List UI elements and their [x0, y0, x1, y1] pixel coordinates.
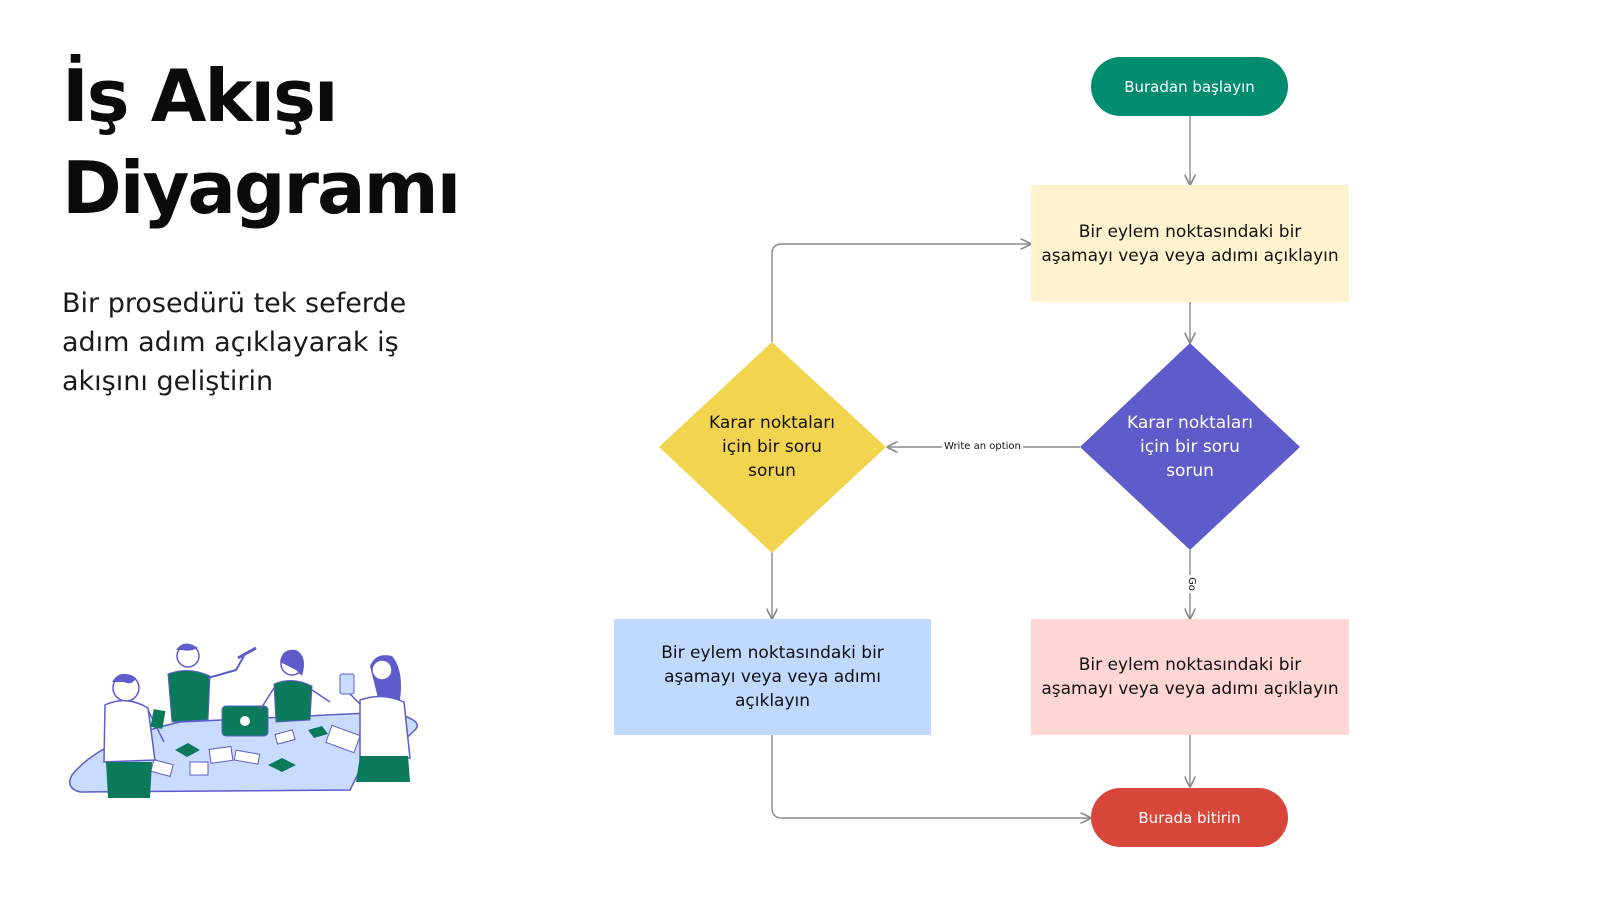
end-node: Burada bitirin: [1091, 788, 1288, 847]
page-subtitle: Bir prosedürü tek seferde adım adım açık…: [62, 288, 407, 397]
step-node-right: Bir eylem noktasındaki bir aşamayı veya …: [1031, 619, 1349, 735]
page-title: İş Akışı Diyagramı: [62, 54, 461, 230]
step-node-top: Bir eylem noktasındaki bir aşamayı veya …: [1031, 185, 1349, 302]
edge-label-go: Go: [1184, 575, 1197, 593]
step-node-left: Bir eylem noktasındaki bir aşamayı veya …: [614, 619, 931, 735]
decision-node-right-label: Karar noktaları için bir soru sorun: [1126, 413, 1254, 481]
team-collaboration-illustration: [69, 643, 418, 798]
connector-step-left-to-end: [771, 735, 1090, 818]
decision-node-left: Karar noktaları için bir soru sorun: [682, 397, 862, 497]
decision-node-right: Karar noktaları için bir soru sorun: [1100, 397, 1280, 497]
step-node-top-label: Bir eylem noktasındaki bir aşamayı veya …: [1041, 221, 1339, 266]
decision-node-left-label: Karar noktaları için bir soru sorun: [708, 413, 836, 481]
start-node: Buradan başlayın: [1091, 57, 1288, 116]
step-node-left-label: Bir eylem noktasındaki bir aşamayı veya …: [661, 643, 884, 711]
connector-decision-left-loop: [771, 244, 1030, 342]
start-node-label: Buradan başlayın: [1124, 77, 1255, 96]
edge-label-option: Write an option: [942, 441, 1023, 453]
step-node-right-label: Bir eylem noktasındaki bir aşamayı veya …: [1041, 655, 1339, 699]
end-node-label: Burada bitirin: [1138, 808, 1241, 827]
